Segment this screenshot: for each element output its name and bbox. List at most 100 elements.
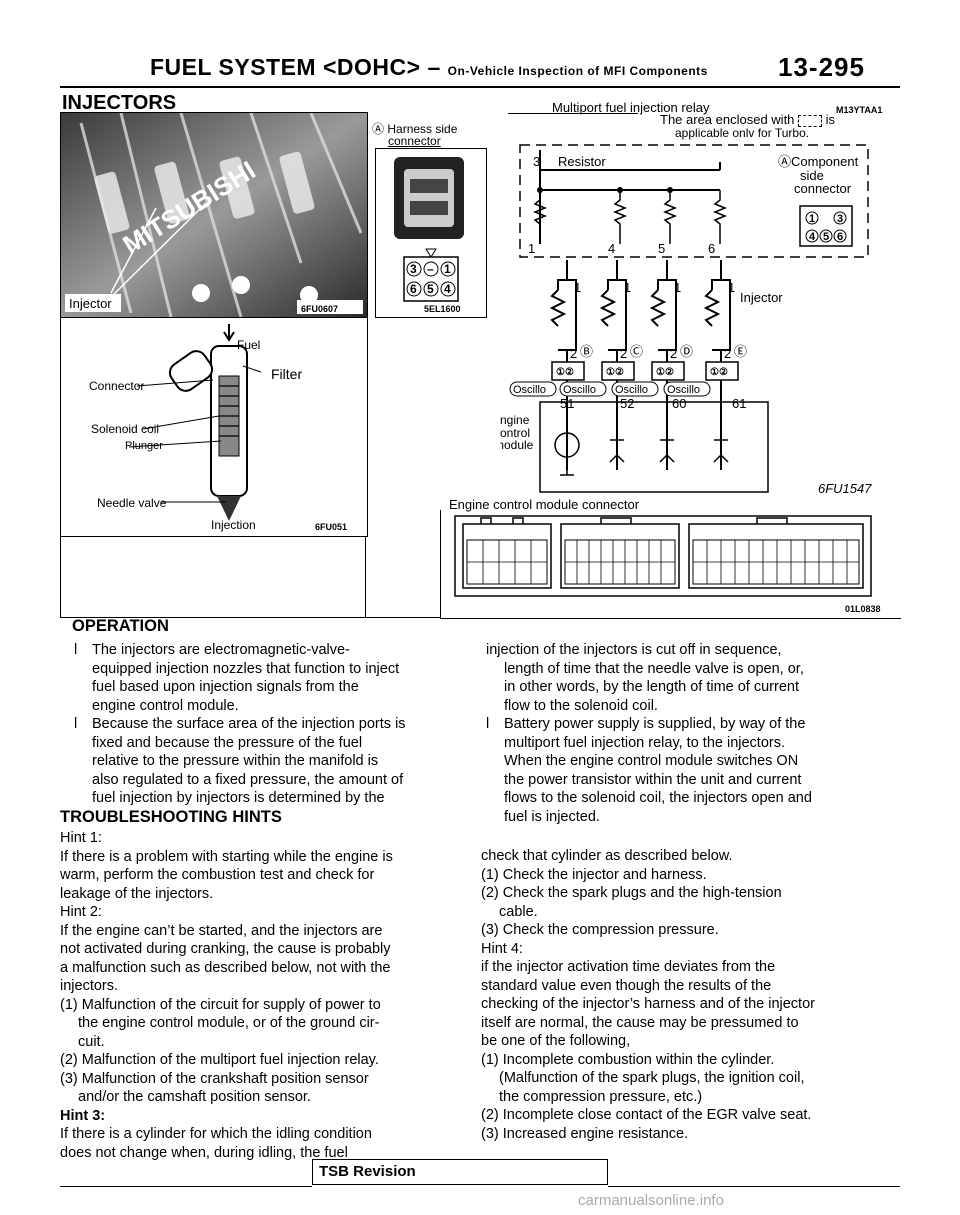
page-header-title: FUEL SYSTEM <DOHC> – On-Vehicle Inspecti…: [150, 54, 708, 80]
injector-pin: 1: [728, 280, 735, 295]
hint-line: leakage of the injectors.: [60, 885, 214, 902]
resistor-label: Resistor: [558, 154, 606, 169]
injector-pin-2: 2: [570, 346, 577, 361]
hint-line: (2) Malfunction of the multiport fuel in…: [60, 1052, 379, 1068]
resistor-pin: 5: [658, 241, 665, 256]
hint-line: itself are normal, the cause may be pres…: [481, 1014, 799, 1031]
oscillo-label: Oscillo: [615, 384, 648, 396]
operation-right-line: flow to the solenoid coil.: [504, 697, 658, 714]
fuel-label: Fuel: [237, 338, 261, 352]
hint-heading: Hint 2:: [60, 904, 102, 920]
fig3-code: 5EL1600: [424, 304, 461, 314]
circuit-code: 6FU1547: [818, 481, 872, 496]
watermark: carmanualsonline.info: [578, 1192, 724, 1209]
operation-bullet-1-line: fuel based upon injection signals from t…: [92, 679, 359, 695]
page-number: 13-295: [778, 52, 865, 82]
operation-bullet-3-line: multiport fuel injection relay, to the i…: [504, 734, 786, 751]
operation-bullet-2-line: fuel injection by injectors is determine…: [92, 790, 385, 806]
connector-label: Connector: [89, 379, 145, 393]
operation-bullet-3-line: fuel is injected.: [504, 808, 600, 825]
ecm-label-3: module: [500, 438, 534, 452]
ecm-connector-label: Engine control module connector: [449, 497, 640, 512]
hint-line: (2) Incomplete close contact of the EGR …: [481, 1107, 812, 1123]
ecm-label: Engine: [500, 413, 530, 427]
hint-heading: Hint 3:: [60, 1107, 106, 1124]
hint-line: If the engine can’t be started, and the …: [60, 922, 383, 939]
relay-title: Multiport fuel injection relay: [552, 100, 710, 115]
injector-letter: Ⓒ: [630, 344, 643, 359]
injector-connector: ①②: [656, 367, 674, 378]
hint-line: (3) Check the compression pressure.: [481, 922, 719, 938]
relay-title-rule: [508, 113, 638, 114]
section-code: M13YTAA1: [836, 105, 883, 115]
solenoid-coil-label: Solenoid coil: [91, 422, 160, 436]
ecm-pin: 52: [620, 396, 634, 411]
injector-label: Injector: [740, 290, 783, 305]
harness-pin: 5: [427, 282, 434, 296]
hint-line: If there is a problem with starting whil…: [60, 848, 393, 865]
injector-pin: 1: [624, 280, 631, 295]
oscillo-label: Oscillo: [667, 384, 700, 396]
engine-photo: MITSUBISHI Injector 6FU0607: [60, 112, 368, 318]
hint-line: (3) Increased engine resistance.: [481, 1125, 689, 1142]
operation-bullet-2-line: relative to the pressure within the mani…: [92, 753, 379, 769]
hint-line: (1) Malfunction of the circuit for suppl…: [60, 996, 381, 1013]
component-pin: 5: [823, 231, 829, 243]
ecm-label-2: control: [500, 426, 530, 440]
resistor-pin: 6: [708, 241, 715, 256]
page-header-subtitle: On-Vehicle Inspection of MFI Components: [447, 64, 708, 78]
harness-pin: 1: [444, 262, 451, 276]
harness-pin: 6: [410, 282, 417, 296]
operation-bullet-2-line: also regulated to a fixed pressure, the …: [92, 771, 404, 788]
operation-right-column: injection of the injectors is cut off in…: [486, 641, 866, 826]
operation-bullet-3-line: When the engine control module switches …: [504, 753, 799, 769]
bullet-icon: l: [74, 716, 78, 732]
injector-pin-2: 2: [620, 346, 627, 361]
turbo-note: The area enclosed with is: [660, 112, 836, 127]
operation-bullet-1-line: equipped injection nozzles that function…: [92, 660, 400, 677]
tsb-revision-box: TSB Revision: [312, 1159, 608, 1185]
injector-connector: ①②: [556, 367, 574, 378]
component-side-label-3: connector: [794, 181, 852, 196]
harness-connector-figure: 3 – 1 6 5 4 5EL1600: [375, 148, 487, 318]
figure-left-border: [60, 536, 61, 618]
hint-line: (1) Incomplete combustion within the cyl…: [481, 1051, 775, 1068]
harness-connector-drawing: 3 – 1 6 5 4 5EL1600: [394, 157, 464, 314]
turbo-note-line2: applicable onlv for Turbo.: [675, 126, 810, 140]
resistor-number: 3: [533, 154, 540, 169]
injector-letter: Ⓓ: [680, 344, 693, 359]
hint-line: injectors.: [60, 978, 119, 994]
ecm-pin: 51: [560, 396, 574, 411]
operation-right-line: in other words, by the length of time of…: [504, 679, 799, 695]
hint-line: warm, perform the combustion test and ch…: [60, 867, 375, 883]
operation-bullet-3-line: flows to the solenoid coil, the injector…: [504, 790, 812, 806]
resistor-pin: 1: [528, 241, 535, 256]
hint-line: does not change when, during idling, the…: [60, 1144, 348, 1161]
ecm-connector-code: 01L0838: [845, 604, 881, 614]
hint-line: a malfunction such as described below, n…: [60, 959, 391, 976]
injector-pin: 1: [674, 280, 681, 295]
injector-pin-2: 2: [724, 346, 731, 361]
fig1-code: 6FU0607: [301, 304, 338, 314]
hint-line: If there is a cylinder for which the idl…: [60, 1126, 372, 1142]
ecm-connector-figure: 01L0838: [440, 510, 901, 619]
fig2-code: 6FU051: [315, 522, 348, 532]
engine-photo-drawing: MITSUBISHI Injector 6FU0607: [61, 113, 367, 317]
hint-line: cable.: [499, 903, 538, 920]
hint-line: (3) Malfunction of the crankshaft positi…: [60, 1070, 369, 1087]
operation-bullet-3-line: the power transistor within the unit and…: [504, 771, 802, 788]
hint-line: (2) Check the spark plugs and the high-t…: [481, 885, 782, 901]
troubleshooting-right-column: check that cylinder as described below. …: [481, 847, 871, 1143]
filter-label: Filter: [271, 366, 303, 382]
footer-rule-right: [608, 1186, 900, 1187]
resistor-pin: 4: [608, 241, 615, 256]
injector-pin: 1: [574, 280, 581, 295]
hint-line: checking of the injector’s harness and o…: [481, 996, 815, 1012]
troubleshooting-left-column: Hint 1: If there is a problem with start…: [60, 829, 452, 1162]
injector-pin-2: 2: [670, 346, 677, 361]
harness-connector-label: connector: [388, 134, 441, 148]
